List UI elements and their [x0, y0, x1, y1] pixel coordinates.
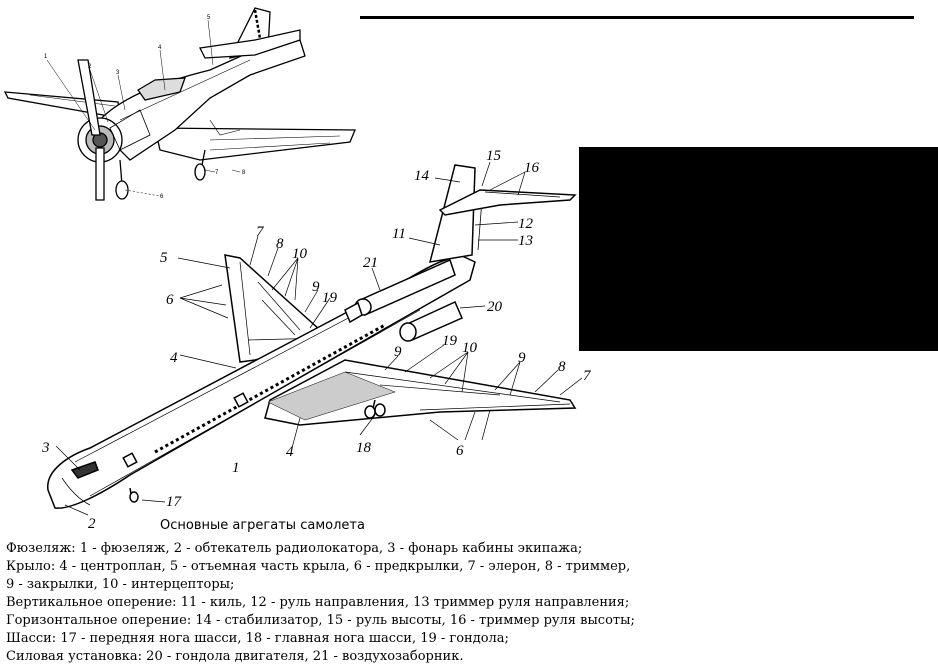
label-2: 2 [88, 516, 96, 532]
label-9: 9 [518, 350, 526, 366]
redacted-block [579, 147, 938, 351]
legend-line-wing: Крыло: 4 - центроплан, 5 - отъемная част… [6, 559, 631, 574]
label-7: 7 [256, 224, 265, 240]
parts-legend: Фюзеляж: 1 - фюзеляж, 2 - обтекатель рад… [6, 540, 932, 666]
label-7: 7 [583, 368, 592, 384]
label-17: 17 [166, 494, 183, 510]
label-1: 1 [44, 54, 48, 60]
label-16: 16 [524, 160, 540, 176]
legend-line-landing-gear: Шасси: 17 - передняя нога шасси, 18 - гл… [6, 631, 509, 646]
legend-line-fuselage: Фюзеляж: 1 - фюзеляж, 2 - обтекатель рад… [6, 541, 583, 556]
legend-line-vertical-tail: Вертикальное оперение: 11 - киль, 12 - р… [6, 595, 630, 610]
label-2: 2 [88, 64, 92, 70]
label-4: 4 [158, 45, 162, 51]
label-4: 4 [170, 350, 178, 366]
label-13: 13 [518, 233, 533, 249]
label-5: 5 [160, 250, 168, 266]
propeller-plane-labels: 1 2 3 4 5 6 7 8 [44, 15, 246, 200]
label-18: 18 [356, 440, 372, 456]
legend-line-wing-cont: 9 - закрылки, 10 - интерцепторы; [6, 577, 235, 592]
label-6: 6 [160, 194, 164, 200]
label-20: 20 [487, 299, 503, 315]
label-11: 11 [392, 226, 406, 242]
label-3: 3 [41, 440, 50, 456]
label-7: 7 [215, 170, 219, 176]
label-10: 10 [292, 246, 308, 262]
label-6: 6 [456, 443, 464, 459]
label-15: 15 [486, 148, 502, 164]
label-8: 8 [276, 236, 284, 252]
label-3: 3 [116, 70, 120, 76]
legend-line-horizontal-tail: Горизонтальное оперение: 14 - стабилизат… [6, 613, 635, 628]
jet-airliner-labels: 1 2 3 4 4 5 6 6 7 7 8 8 9 9 9 10 10 11 1… [41, 148, 592, 532]
label-14: 14 [414, 168, 430, 184]
label-9: 9 [312, 279, 320, 295]
label-12: 12 [518, 216, 534, 232]
label-4: 4 [286, 444, 294, 460]
label-10: 10 [462, 340, 478, 356]
label-8: 8 [242, 170, 246, 176]
label-6: 6 [166, 292, 174, 308]
label-5: 5 [207, 15, 211, 21]
figure-caption: Основные агрегаты самолета [160, 518, 365, 533]
label-19: 19 [322, 290, 338, 306]
label-21: 21 [363, 255, 378, 271]
label-1: 1 [232, 460, 240, 476]
label-8: 8 [558, 359, 566, 375]
header-rule [360, 16, 914, 19]
propeller-plane-illustration [3, 7, 356, 201]
jet-airliner-illustration [47, 161, 583, 516]
legend-line-powerplant: Силовая установка: 20 - гондола двигател… [6, 649, 464, 664]
label-9: 9 [394, 344, 402, 360]
label-19: 19 [442, 333, 458, 349]
